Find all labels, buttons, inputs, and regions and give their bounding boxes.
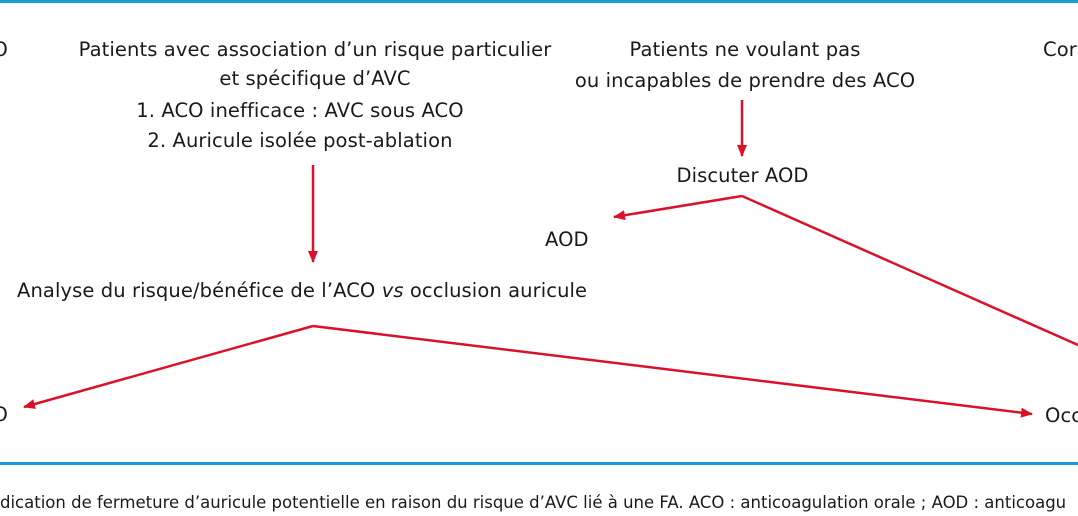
analysis-prefix: Analyse du risque/bénéfice de l’ACO [17,279,382,302]
arrow-discuss-to-aod [613,194,743,221]
left-box-line1: Patients avec association d’un risque pa… [78,38,552,61]
right-edge-label-bottom: Occ [1045,404,1078,427]
right-edge-label-top: Cor [1043,38,1077,61]
bottom-border [0,462,1078,465]
aod-label: AOD [545,228,589,251]
arrow-discuss-to-right-edge [741,194,1078,347]
analysis-vs: vs [381,279,404,302]
top-border [0,0,1078,3]
left-box-item2: 2. Auricule isolée post-ablation [147,129,453,152]
analysis-suffix: occlusion auricule [403,279,588,302]
analysis-label: Analyse du risque/bénéfice de l’ACO vs o… [17,277,587,305]
middle-box-line2: ou incapables de prendre des ACO [574,69,916,92]
arrow-analysis-to-occlusion [312,324,1033,418]
discuss-aod-label: Discuter AOD [676,164,809,187]
middle-box-line1: Patients ne voulant pas [629,38,861,61]
left-edge-label-bottom: O [0,403,8,426]
arrow-analysis-to-left-outcome [23,324,314,409]
left-box-line2: et spécifique d’AVC [219,67,411,90]
left-edge-label-top: O [0,38,8,61]
left-box-item1: 1. ACO inefficace : AVC sous ACO [136,99,464,122]
figure-caption: dication de fermeture d’auricule potenti… [0,493,1067,512]
